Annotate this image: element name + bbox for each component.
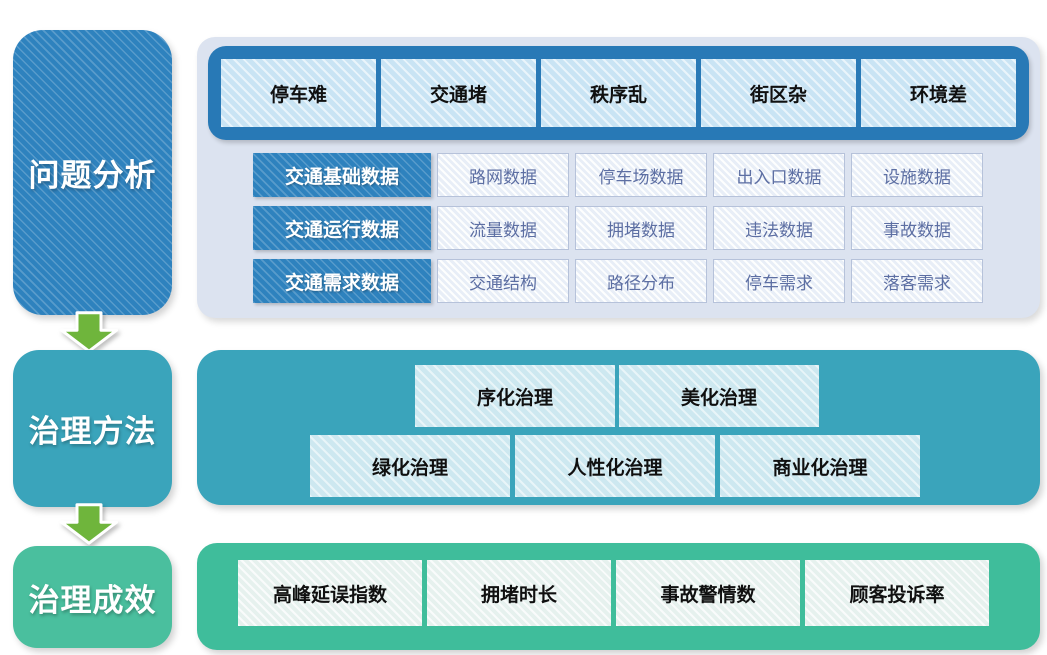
data-row-label: 交通需求数据	[253, 259, 431, 303]
data-row-operation: 交通运行数据 流量数据 拥堵数据 违法数据 事故数据	[253, 206, 983, 250]
data-item: 落客需求	[851, 259, 983, 303]
metric-item: 顾客投诉率	[805, 560, 989, 626]
data-item: 事故数据	[851, 206, 983, 250]
problem-item: 秩序乱	[541, 59, 696, 127]
problem-bar: 停车难 交通堵 秩序乱 街区杂 环境差	[208, 46, 1029, 140]
data-item: 交通结构	[437, 259, 569, 303]
method-item: 美化治理	[619, 365, 819, 427]
method-item: 人性化治理	[515, 435, 715, 497]
method-item: 序化治理	[415, 365, 615, 427]
stage-label: 问题分析	[28, 158, 157, 193]
data-grid: 交通基础数据 路网数据 停车场数据 出入口数据 设施数据 交通运行数据 流量数据…	[253, 153, 983, 312]
data-row-demand: 交通需求数据 交通结构 路径分布 停车需求 落客需求	[253, 259, 983, 303]
metric-item: 高峰延误指数	[238, 560, 422, 626]
method-item: 商业化治理	[720, 435, 920, 497]
metric-item: 事故警情数	[616, 560, 800, 626]
problem-analysis-panel: 停车难 交通堵 秩序乱 街区杂 环境差 交通基础数据 路网数据 停车场数据 出入…	[197, 37, 1040, 318]
data-item: 流量数据	[437, 206, 569, 250]
down-arrow-icon	[59, 311, 119, 353]
data-row-basic: 交通基础数据 路网数据 停车场数据 出入口数据 设施数据	[253, 153, 983, 197]
problem-item: 停车难	[221, 59, 376, 127]
problem-item: 交通堵	[381, 59, 536, 127]
method-row-top: 序化治理 美化治理	[415, 365, 819, 427]
data-row-label: 交通运行数据	[253, 206, 431, 250]
method-row-bottom: 绿化治理 人性化治理 商业化治理	[310, 435, 920, 497]
data-item: 违法数据	[713, 206, 845, 250]
data-item: 停车场数据	[575, 153, 707, 197]
data-item: 路网数据	[437, 153, 569, 197]
metric-item: 拥堵时长	[427, 560, 611, 626]
problem-item: 环境差	[861, 59, 1016, 127]
metric-row: 高峰延误指数 拥堵时长 事故警情数 顾客投诉率	[238, 560, 989, 626]
stage-problem-analysis: 问题分析	[13, 30, 172, 315]
governance-methods-panel: 序化治理 美化治理 绿化治理 人性化治理 商业化治理	[197, 350, 1040, 505]
data-item: 路径分布	[575, 259, 707, 303]
problem-item: 街区杂	[701, 59, 856, 127]
data-item: 出入口数据	[713, 153, 845, 197]
stage-label: 治理成效	[28, 582, 157, 618]
governance-results-panel: 高峰延误指数 拥堵时长 事故警情数 顾客投诉率	[197, 543, 1040, 650]
stage-governance-methods: 治理方法	[13, 350, 172, 507]
data-item: 停车需求	[713, 259, 845, 303]
data-item: 拥堵数据	[575, 206, 707, 250]
stage-governance-results: 治理成效	[13, 546, 172, 648]
data-row-label: 交通基础数据	[253, 153, 431, 197]
data-item: 设施数据	[851, 153, 983, 197]
down-arrow-icon	[59, 503, 119, 545]
stage-label: 治理方法	[28, 414, 157, 449]
method-item: 绿化治理	[310, 435, 510, 497]
